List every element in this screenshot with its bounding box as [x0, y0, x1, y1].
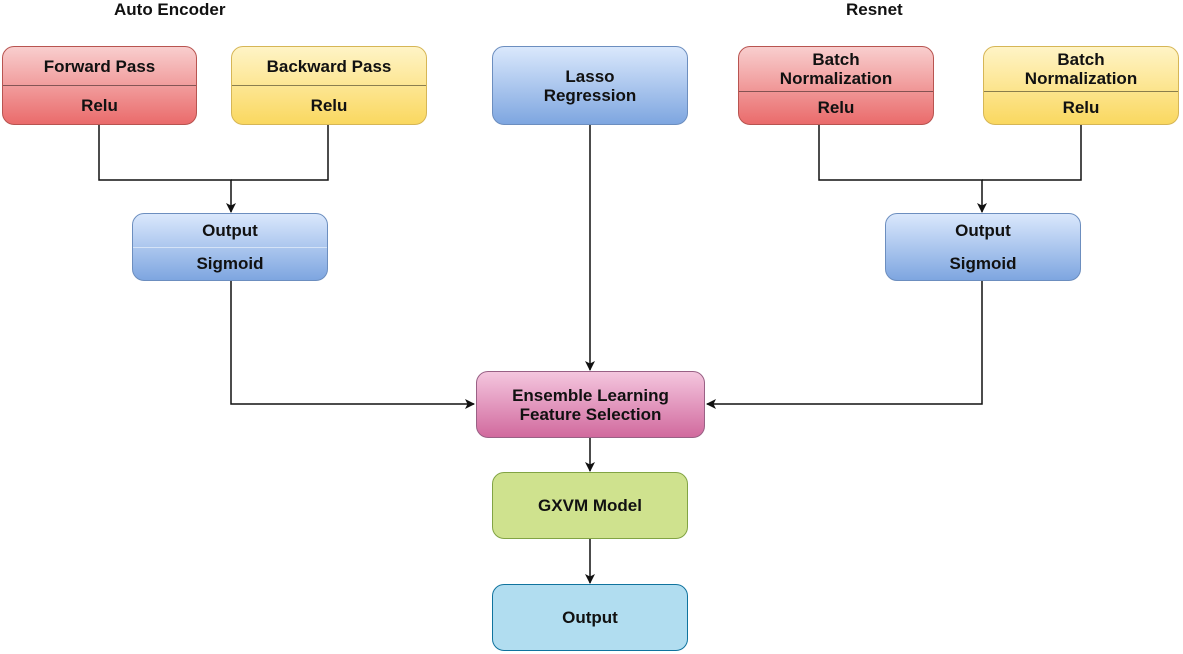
resnet-heading: Resnet [846, 0, 903, 19]
edge-backward-to-ae-output [231, 125, 329, 181]
batch-normalization-label-1: Batch Normalization [739, 47, 933, 92]
backward-pass-label: Backward Pass [232, 47, 426, 86]
backward-pass-node: Backward Pass Relu [231, 46, 427, 125]
forward-pass-node: Forward Pass Relu [2, 46, 197, 125]
gxvm-model-node: GXVM Model [492, 472, 688, 539]
lasso-regression-node: Lasso Regression [492, 46, 688, 125]
edge-resnet-output-to-ensemble [706, 281, 983, 409]
batch-normalization-activation-1: Relu [817, 98, 855, 118]
resnet-output-label: Output [955, 221, 1011, 240]
edge-bn1-to-resnet-output [818, 125, 987, 213]
autoencoder-output-activation: Sigmoid [196, 254, 264, 274]
batch-normalization-activation-2: Relu [1062, 98, 1100, 118]
ensemble-feature-selection-node: Ensemble Learning Feature Selection [476, 371, 705, 438]
autoencoder-output-label: Output [133, 214, 327, 248]
autoencoder-output-node: Output Sigmoid [132, 213, 328, 281]
ensemble-feature-selection-label: Ensemble Learning Feature Selection [512, 385, 669, 424]
forward-pass-label: Forward Pass [3, 47, 196, 86]
final-output-label: Output [562, 608, 618, 627]
edge-forward-to-ae-output [98, 125, 236, 213]
batch-normalization-label-2: Batch Normalization [984, 47, 1178, 92]
lasso-regression-label: Lasso Regression [543, 66, 637, 105]
final-output-node: Output [492, 584, 688, 651]
autoencoder-heading: Auto Encoder [114, 0, 226, 19]
edge-ae-output-to-ensemble [230, 281, 475, 409]
forward-pass-activation: Relu [81, 95, 118, 115]
gxvm-model-label: GXVM Model [538, 496, 642, 515]
resnet-output-activation: Sigmoid [949, 254, 1017, 273]
batch-normalization-node-2: Batch Normalization Relu [983, 46, 1179, 125]
batch-normalization-node-1: Batch Normalization Relu [738, 46, 934, 125]
resnet-output-node: Output Sigmoid [885, 213, 1081, 281]
backward-pass-activation: Relu [310, 95, 348, 115]
edge-bn2-to-resnet-output [982, 125, 1082, 181]
